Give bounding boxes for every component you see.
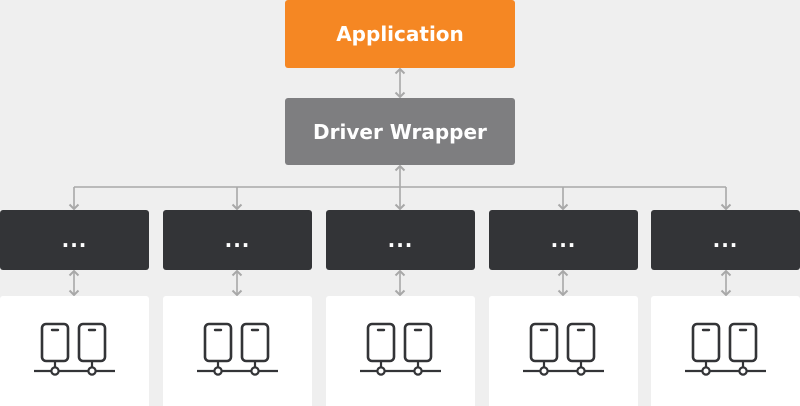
application-label: Application — [336, 22, 464, 46]
device-pair-icon — [685, 322, 766, 376]
device-group-1 — [0, 296, 149, 406]
device-pair-icon — [523, 322, 604, 376]
device-pair-icon — [34, 322, 115, 376]
driver-label: ... — [224, 228, 251, 252]
driver-label: ... — [61, 228, 88, 252]
device-group-2 — [163, 296, 312, 406]
driver-box-3: ... — [326, 210, 475, 270]
device-group-3 — [326, 296, 475, 406]
device-group-5 — [651, 296, 800, 406]
driver-wrapper-label: Driver Wrapper — [313, 119, 487, 144]
driver-label: ... — [387, 228, 414, 252]
driver-wrapper-box: Driver Wrapper — [285, 98, 515, 165]
device-group-4 — [489, 296, 638, 406]
application-box: Application — [285, 0, 515, 68]
device-pair-icon — [197, 322, 278, 376]
driver-box-1: ... — [0, 210, 149, 270]
driver-box-2: ... — [163, 210, 312, 270]
driver-box-5: ... — [651, 210, 800, 270]
driver-box-4: ... — [489, 210, 638, 270]
driver-label: ... — [712, 228, 739, 252]
device-pair-icon — [360, 322, 441, 376]
driver-label: ... — [550, 228, 577, 252]
